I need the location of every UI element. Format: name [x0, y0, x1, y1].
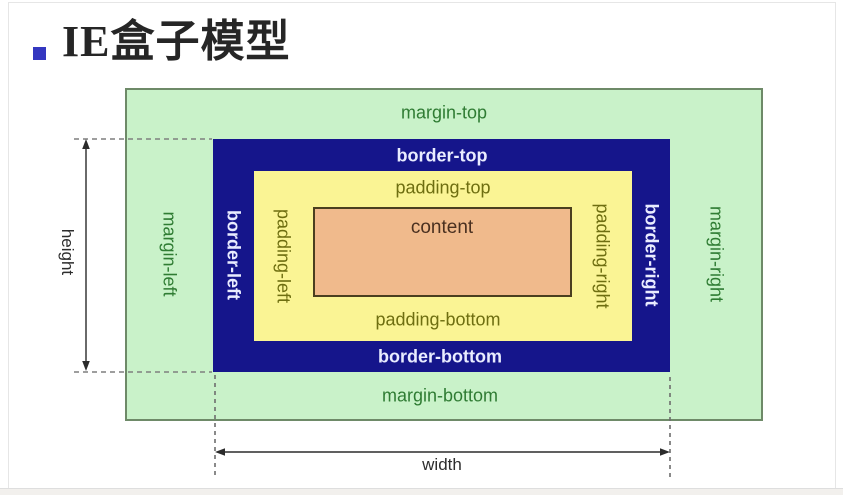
padding-right-label: padding-right — [592, 203, 613, 309]
page-title: IE盒子模型 — [62, 17, 291, 66]
margin-right-label: margin-right — [706, 205, 727, 303]
margin-left-label: margin-left — [159, 211, 180, 297]
border-left-label: border-left — [223, 210, 244, 300]
content-label: content — [410, 217, 474, 238]
content-box — [313, 207, 572, 297]
padding-left-label: padding-left — [273, 208, 294, 304]
margin-top-label: margin-top — [400, 102, 488, 123]
border-bottom-label: border-bottom — [378, 346, 502, 367]
padding-bottom-label: padding-bottom — [375, 309, 501, 330]
border-right-label: border-right — [641, 203, 662, 307]
slide-bottom-edge — [0, 488, 843, 495]
title-bullet-icon — [33, 47, 46, 60]
height-arrowhead-bottom — [82, 361, 90, 371]
height-arrowhead-top — [82, 139, 90, 149]
height-label: height — [58, 228, 77, 276]
margin-bottom-label: margin-bottom — [381, 385, 499, 406]
width-arrowhead-right — [660, 448, 670, 456]
width-label: width — [422, 455, 462, 474]
width-arrowhead-left — [215, 448, 225, 456]
padding-top-label: padding-top — [395, 177, 491, 198]
border-top-label: border-top — [396, 145, 488, 166]
